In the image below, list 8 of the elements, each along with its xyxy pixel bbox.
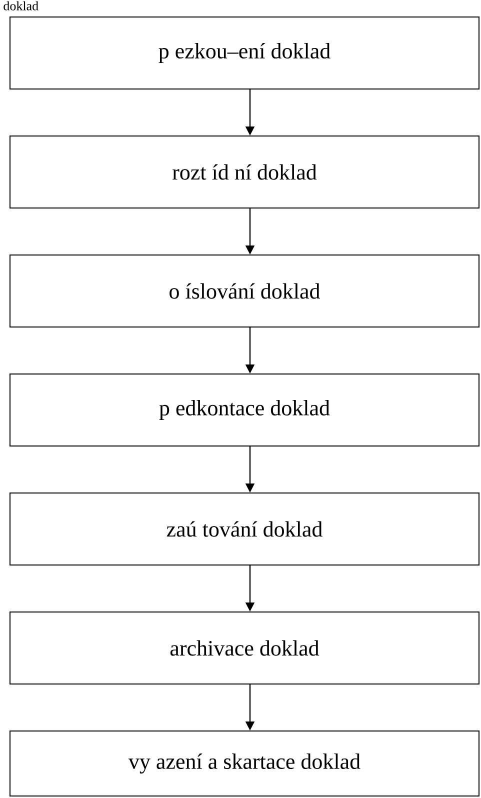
heading: doklad <box>4 1 38 10</box>
process-box: zaú tování doklad <box>10 492 480 566</box>
process-box: vy azení a skartace doklad <box>10 730 480 796</box>
process-box: p edkontace doklad <box>10 374 480 446</box>
process-box: o íslování doklad <box>10 254 480 328</box>
process-box: p ezkou–ení doklad <box>10 16 480 90</box>
process-box: archivace doklad <box>10 612 480 684</box>
process-box: rozt íd ní doklad <box>10 136 480 208</box>
